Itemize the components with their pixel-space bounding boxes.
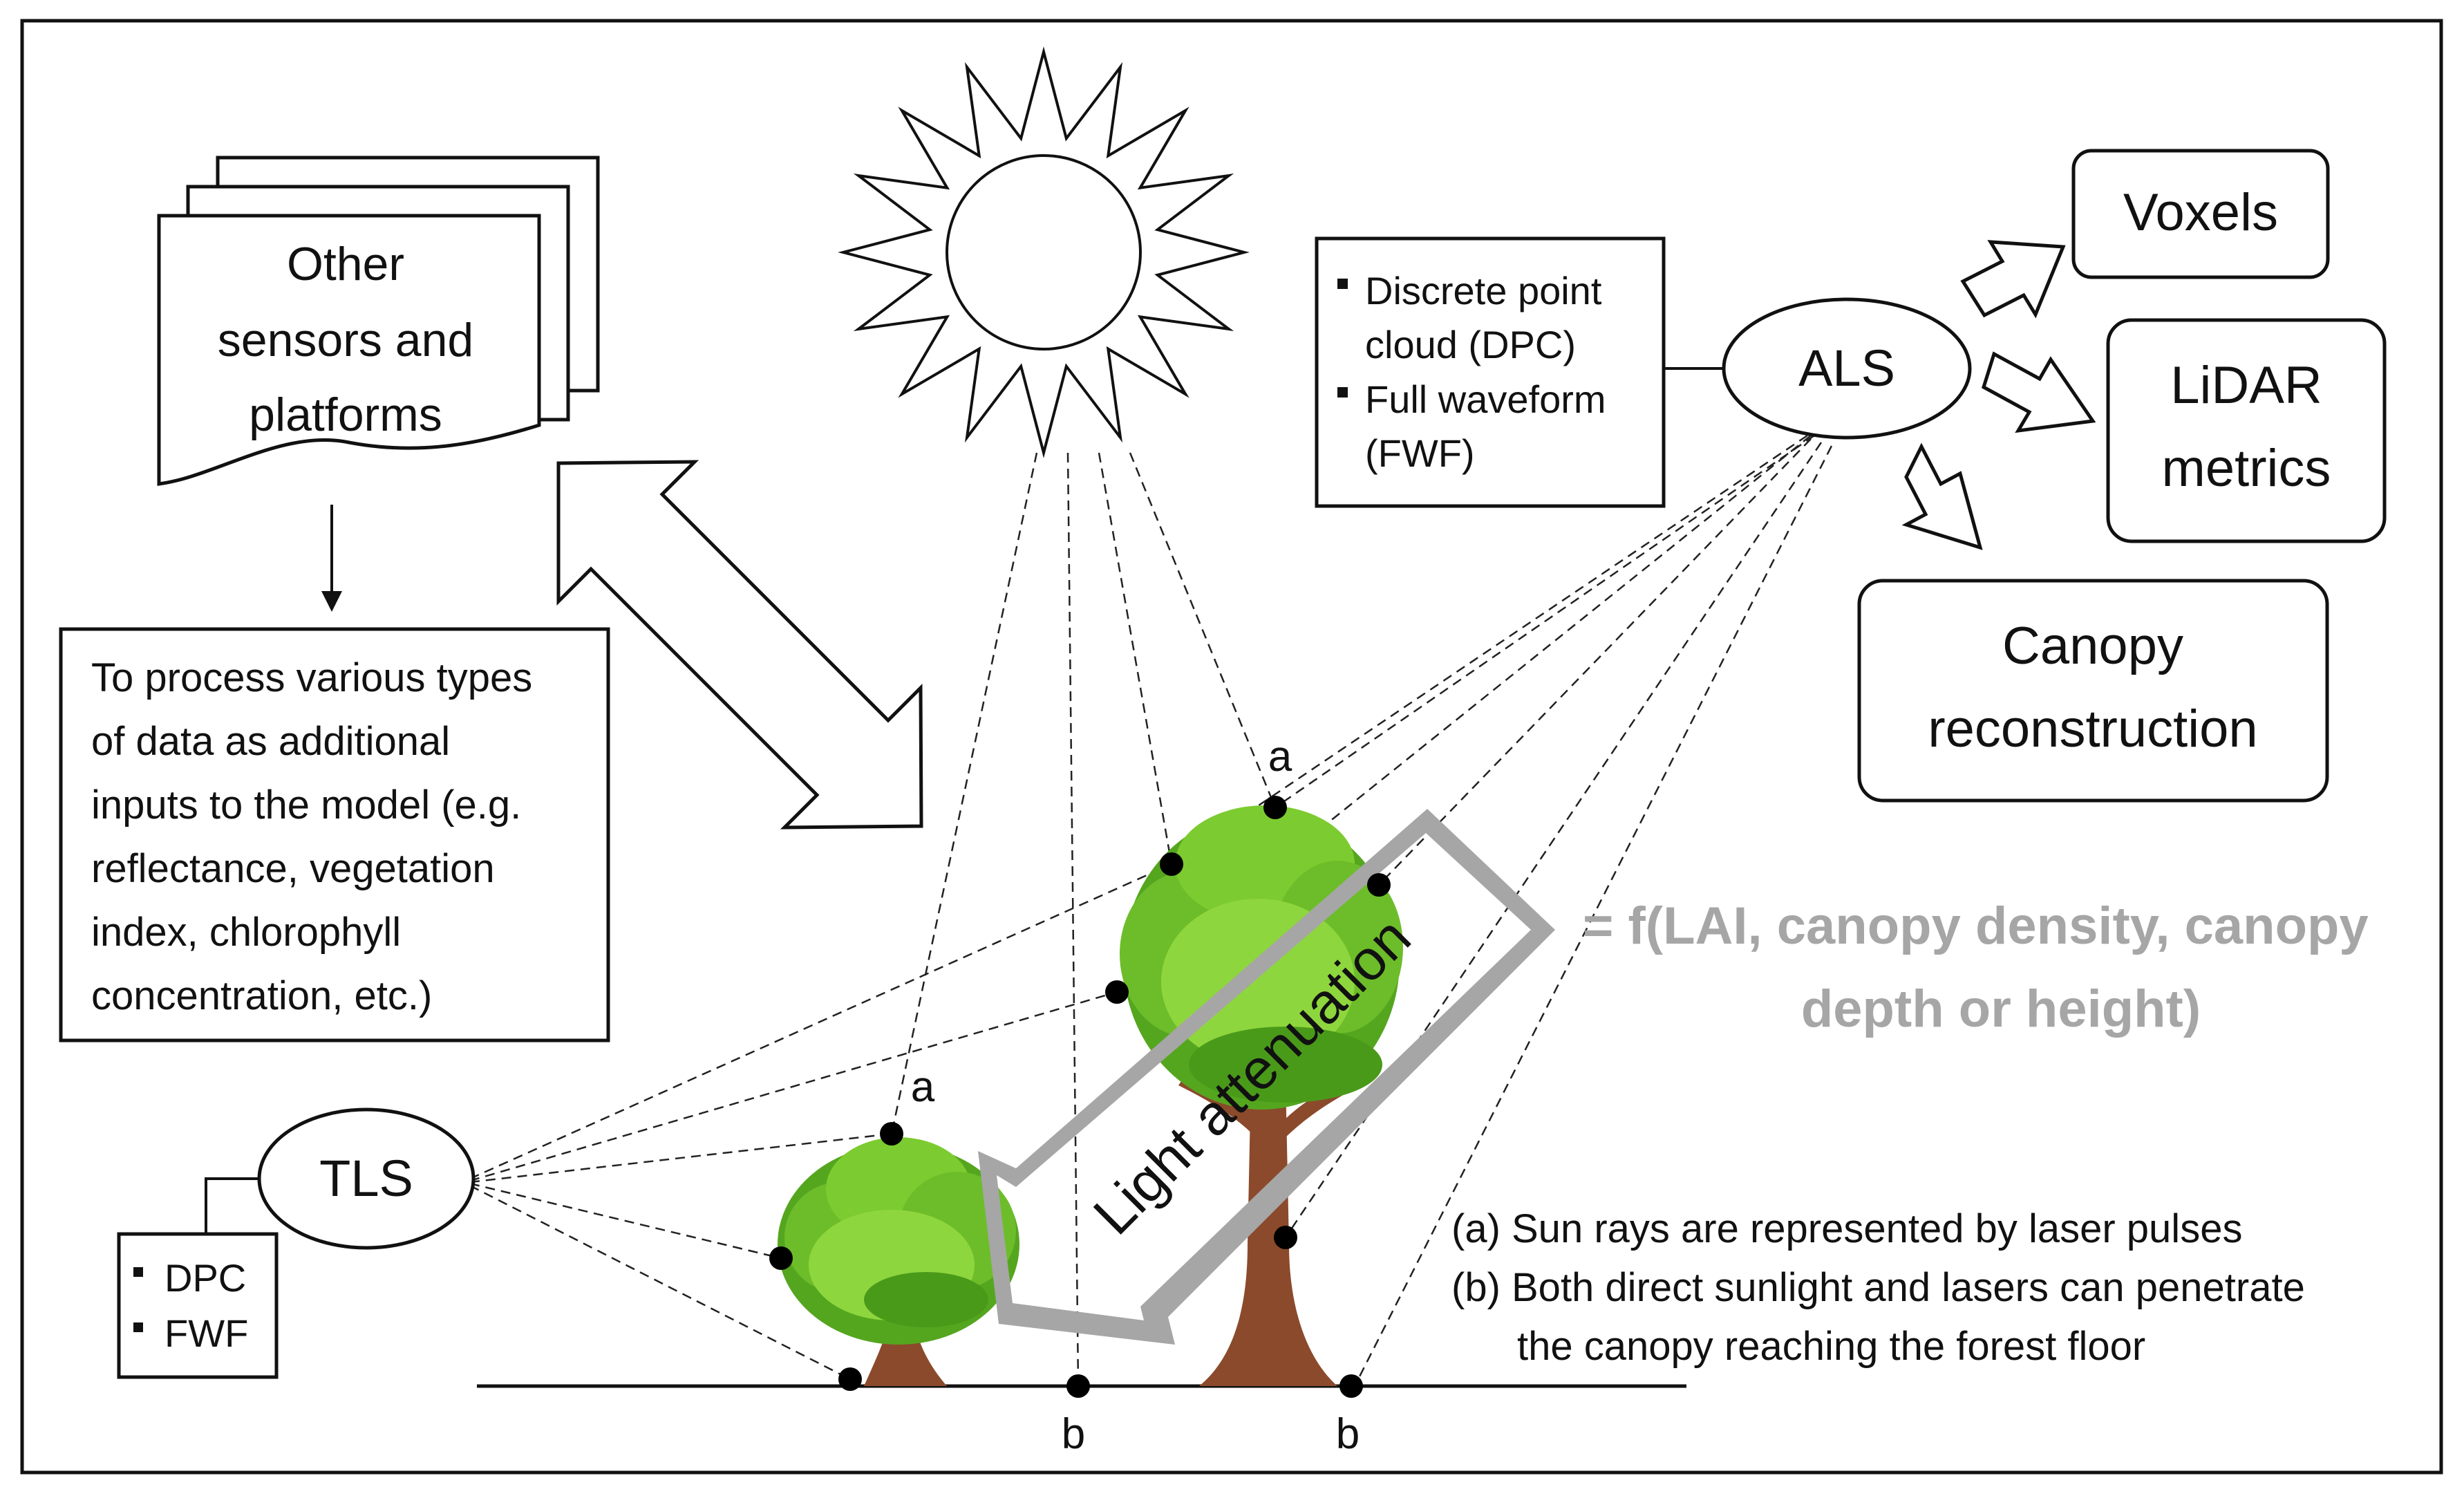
down-arrow-icon (321, 591, 342, 612)
sun-icon (838, 46, 1250, 458)
process-note-line-5: index, chlorophyll (91, 910, 401, 955)
process-note-line-1: To process various types (91, 655, 532, 700)
double-arrow-icon (556, 460, 923, 830)
arrow-to-canopy-reconstruction-icon (1901, 442, 1983, 550)
canopy-reconstruction-line-2: reconstruction (1928, 700, 2257, 758)
voxels-label: Voxels (2123, 183, 2278, 242)
note-b-line-1: (b) Both direct sunlight and lasers can … (1451, 1265, 2305, 1310)
als-data-box (1315, 236, 1666, 508)
als-data-type-1-line-2: cloud (DPC) (1365, 323, 1576, 366)
tls-data-type-2: FWF (164, 1311, 248, 1355)
process-note-line-2: of data as additional (91, 719, 450, 764)
bullet-icon (133, 1267, 143, 1277)
figure-frame (20, 19, 2443, 1475)
bullet-icon (1337, 279, 1348, 289)
als-node (1722, 297, 1972, 440)
point-label-a-top: a (1268, 733, 1292, 780)
other-sensors-line-1: Other (287, 238, 404, 290)
tls-data-box (117, 1232, 279, 1379)
other-sensors-line-3: platforms (249, 389, 442, 441)
sun-rays-dashed (890, 452, 1277, 1387)
tls-label: TLS (319, 1150, 413, 1207)
formula-line-2: depth or height) (1801, 980, 2201, 1038)
als-data-type-2-line-2: (FWF) (1365, 431, 1475, 475)
bullet-icon (133, 1322, 143, 1332)
als-data-type-2-line-1: Full waveform (1365, 377, 1606, 421)
point-label-a-small: a (911, 1063, 935, 1111)
canopy-reconstruction-box (1857, 579, 2329, 803)
arrow-to-lidar-metrics-icon (1982, 351, 2096, 433)
voxels-box (2071, 149, 2330, 279)
tls-connector (205, 1177, 259, 1234)
process-note-box (59, 627, 610, 1042)
note-b-line-2: the canopy reaching the forest floor (1517, 1324, 2145, 1369)
process-note-line-4: reflectance, vegetation (91, 846, 495, 891)
process-note-line-6: concentration, etc.) (91, 973, 432, 1018)
other-sensors-line-2: sensors and (218, 314, 473, 366)
lidar-metrics-line-1: LiDAR (2170, 356, 2322, 415)
formula-line-1: = f(LAI, canopy density, canopy (1583, 897, 2369, 955)
tls-data-type-1: DPC (164, 1256, 246, 1300)
als-label: ALS (1798, 339, 1895, 397)
note-a: (a) Sun rays are represented by laser pu… (1451, 1206, 2242, 1251)
process-note-line-3: inputs to the model (e.g. (91, 783, 521, 828)
hit-points (769, 796, 1391, 1398)
other-sensors-document-stack (157, 156, 600, 486)
point-label-b-right: b (1336, 1410, 1360, 1458)
als-data-type-1-line-1: Discrete point (1365, 269, 1602, 312)
lidar-metrics-line-2: metrics (2162, 439, 2331, 498)
point-label-b-left: b (1062, 1410, 1085, 1458)
tls-pulses-dashed (469, 863, 1172, 1381)
arrow-to-voxels-icon (1960, 240, 2066, 319)
canopy-reconstruction-line-1: Canopy (2002, 617, 2183, 675)
lidar-metrics-box (2106, 318, 2387, 543)
bullet-icon (1337, 387, 1348, 398)
